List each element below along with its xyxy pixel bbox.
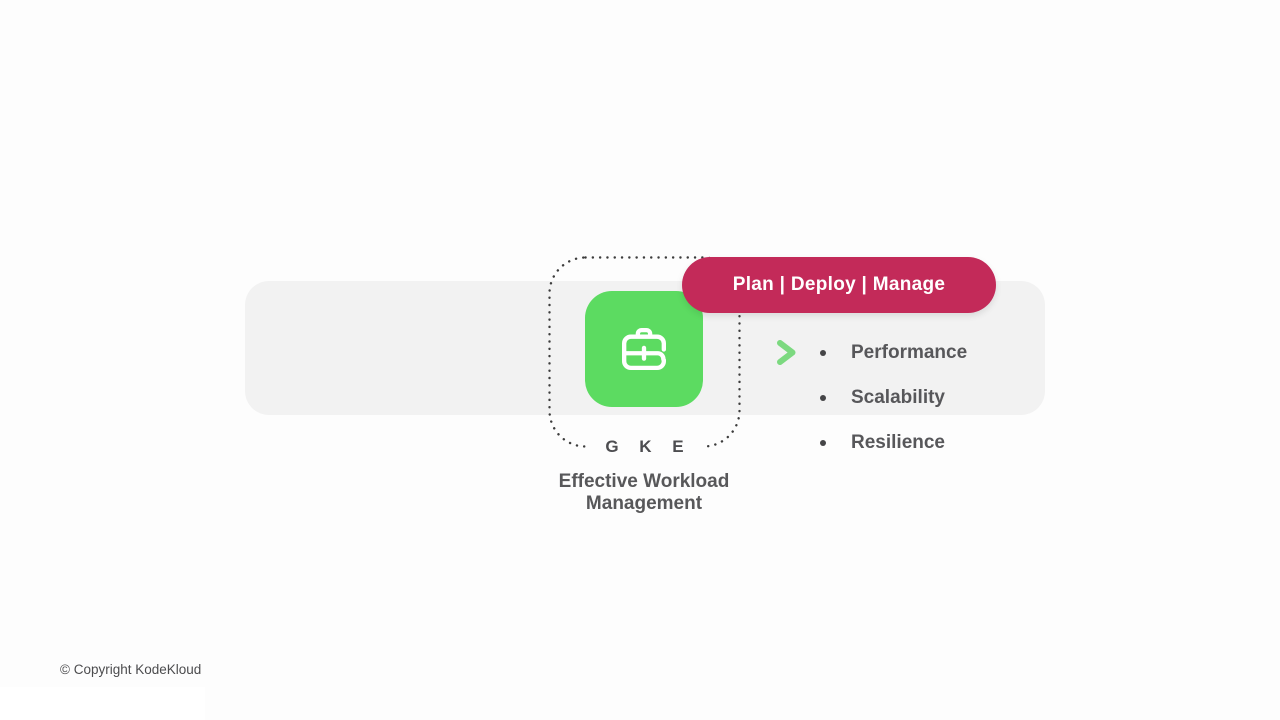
bullet-dot-icon [820,439,826,446]
tile-caption: Effective Workload Management [544,471,744,515]
bullet-dot-icon [820,394,826,401]
briefcase-icon [621,327,667,371]
list-item: Resilience [820,429,967,456]
gke-dotted-frame: G K E [548,256,741,458]
pill-label: Plan | Deploy | Manage [732,274,946,295]
bullet-dot-icon [820,349,826,356]
gke-tile [585,291,703,407]
chevron-right-icon [777,340,796,365]
list-item-label: Scalability [851,386,945,408]
list-item-label: Performance [851,341,968,363]
tile-caption-line2: Management [585,493,703,514]
feature-list: Performance Scalability Resilience [820,339,967,456]
bottom-left-patch [0,687,205,720]
list-item: Scalability [820,384,967,411]
copyright-text: © Copyright KodeKloud [60,662,202,677]
dotted-border [548,256,741,448]
list-item: Performance [820,339,967,366]
plan-deploy-manage-pill: Plan | Deploy | Manage [682,257,996,313]
gke-tile-title: G K E [585,436,704,458]
tile-caption-line1: Effective Workload [558,471,730,492]
list-item-label: Resilience [851,431,945,453]
